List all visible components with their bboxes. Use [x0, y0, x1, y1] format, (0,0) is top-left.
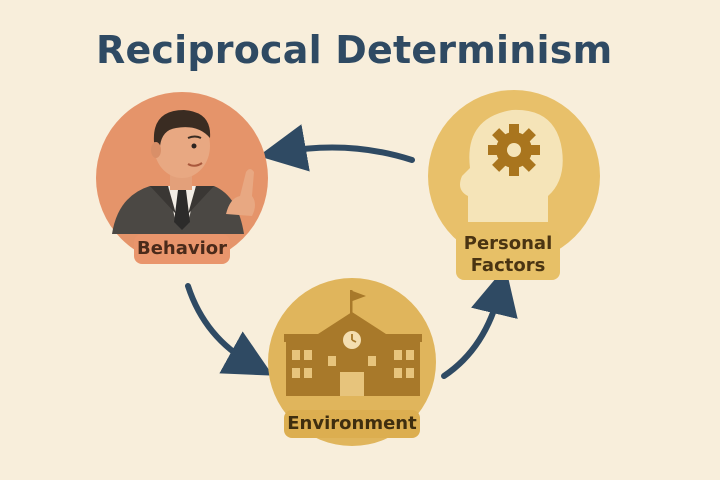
environment-label: Environment: [284, 410, 420, 438]
pointing-businessman-icon: [112, 110, 255, 234]
school-windows: [292, 350, 414, 396]
arrow-environment-to-personal: [441, 266, 518, 379]
gear-icon: [488, 124, 540, 176]
head-with-gear-icon: [460, 109, 563, 222]
personal-factors-label: Personal Factors: [456, 230, 560, 280]
behavior-label: Behavior: [134, 234, 230, 264]
personal-factors-line2: Factors: [470, 255, 546, 276]
arrow-behavior-to-environment: [185, 283, 273, 376]
arrow-personal-to-behavior: [258, 124, 415, 172]
personal-factors-line1: Personal: [463, 233, 553, 254]
environment-node: [268, 278, 436, 446]
page-title: Reciprocal Determinism: [96, 28, 613, 72]
behavior-node: [96, 92, 268, 264]
personal-node: [428, 90, 600, 262]
